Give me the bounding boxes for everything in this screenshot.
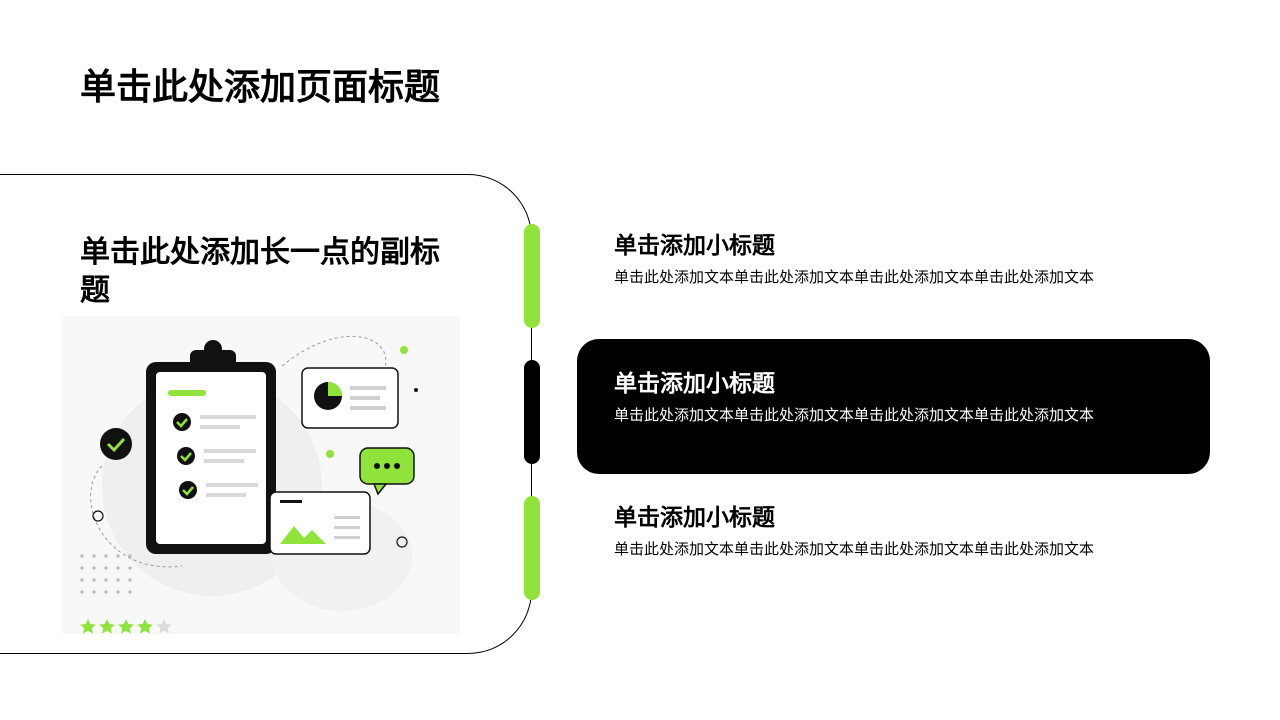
decor-dot <box>326 450 334 458</box>
item-title[interactable]: 单击添加小标题 <box>614 233 775 259</box>
subtitle[interactable]: 单击此处添加长一点的副标题 <box>80 235 440 308</box>
item-title[interactable]: 单击添加小标题 <box>614 505 775 531</box>
decor-ring <box>396 536 408 548</box>
decor-dot <box>414 388 418 392</box>
check-icon <box>100 428 132 460</box>
item-text[interactable]: 单击此处添加文本单击此处添加文本单击此处添加文本单击此处添加文本 <box>614 406 1095 424</box>
list-item: 单击添加小标题 单击此处添加文本单击此处添加文本单击此处添加文本单击此处添加文本 <box>614 498 1094 559</box>
pie-chart-icon <box>301 367 399 429</box>
star-icon <box>156 619 172 634</box>
item-text[interactable]: 单击此处添加文本单击此处添加文本单击此处添加文本单击此处添加文本 <box>614 540 1095 558</box>
clipboard-icon <box>146 340 276 554</box>
timeline-marker-3 <box>524 496 540 600</box>
timeline-marker-2 <box>524 360 540 464</box>
star-icon <box>80 619 96 634</box>
list-item: 单击添加小标题 单击此处添加文本单击此处添加文本单击此处添加文本单击此处添加文本 <box>614 364 1094 425</box>
dashed-curve <box>281 335 387 377</box>
highlight-box <box>577 339 1210 474</box>
star-rating <box>80 619 172 634</box>
list-item: 单击添加小标题 单击此处添加文本单击此处添加文本单击此处添加文本单击此处添加文本 <box>614 226 1094 287</box>
image-card-icon <box>269 491 371 555</box>
item-text[interactable]: 单击此处添加文本单击此处添加文本单击此处添加文本单击此处添加文本 <box>614 268 1095 286</box>
chat-bubble-icon <box>359 447 415 496</box>
decor-dot <box>400 346 408 354</box>
star-icon <box>118 619 134 634</box>
page-title[interactable]: 单击此处添加页面标题 <box>80 67 441 108</box>
dot-grid <box>80 554 132 594</box>
checklist-illustration <box>62 316 460 634</box>
item-title[interactable]: 单击添加小标题 <box>614 371 775 397</box>
star-icon <box>99 619 115 634</box>
timeline-marker-1 <box>524 224 540 328</box>
decor-ring <box>92 510 104 522</box>
star-icon <box>137 619 153 634</box>
